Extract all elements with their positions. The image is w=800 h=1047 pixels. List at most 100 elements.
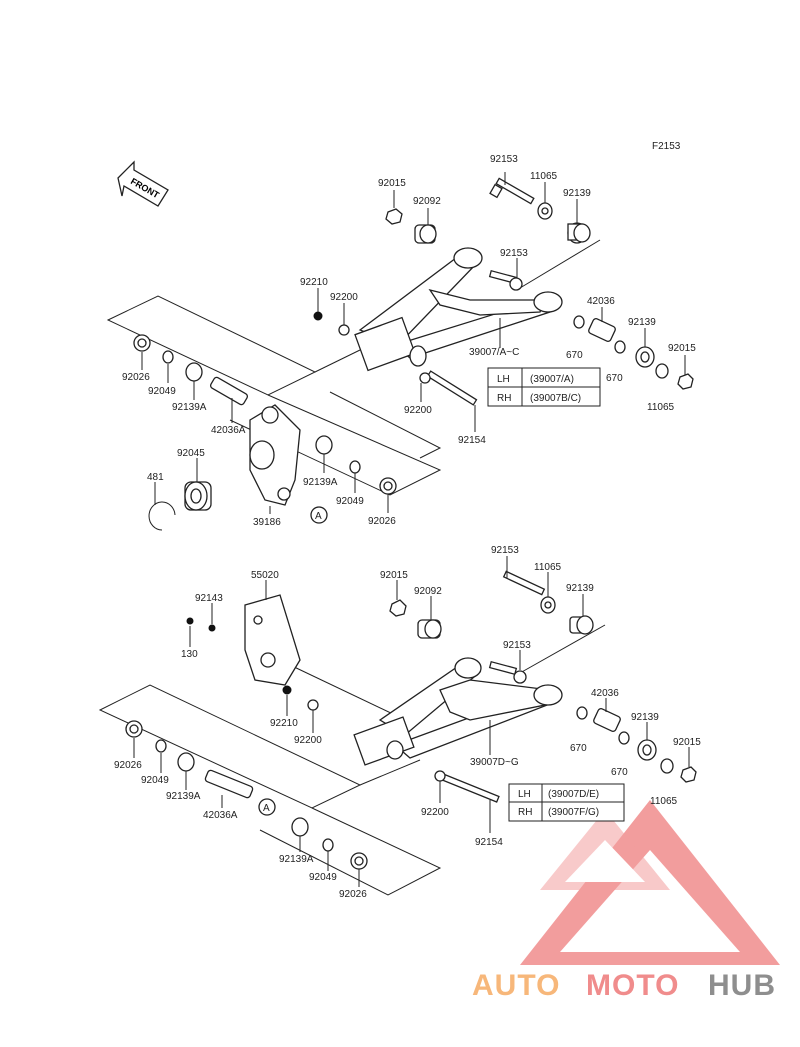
upper-lh-rh-table: LH (39007/A) RH (39007B/C) [487, 367, 601, 407]
collar-92139A-left-lower [177, 752, 195, 772]
label-92045: 92045 [177, 448, 205, 459]
washer-11065-right [655, 363, 669, 379]
svg-text:A: A [263, 803, 270, 814]
sleeve-42036-top [588, 318, 616, 342]
label-92139: 92139 [566, 583, 594, 594]
label-39007: 39007D~G [470, 757, 519, 768]
watermark-text: AUTO MOTO HUB [472, 969, 776, 1002]
bolt-92153-mid-lower [488, 660, 527, 684]
label-92026-b: 92026 [368, 516, 396, 527]
svg-text:RH: RH [497, 393, 511, 404]
washer-92200-low [419, 372, 431, 384]
ring-92026-left [133, 334, 151, 352]
nut-92210-lower [282, 685, 292, 695]
label-670-a: 670 [570, 743, 587, 754]
sleeve-42036-lower [593, 708, 621, 732]
svg-text:HUB: HUB [708, 969, 776, 1002]
nut-92015-right [677, 373, 694, 390]
label-92153-b: 92153 [503, 640, 531, 651]
lower-a-arm [353, 657, 563, 766]
lower-left-bracket-lower [259, 807, 442, 896]
label-92153: 92153 [491, 545, 519, 556]
label-42036A: 42036A [211, 425, 246, 436]
label-92139-b: 92139 [628, 317, 656, 328]
svg-text:(39007F/G): (39007F/G) [548, 807, 599, 818]
washer-92200-top [338, 324, 350, 336]
label-92049-b: 92049 [336, 496, 364, 507]
collar-92139A-right-lower [291, 817, 309, 837]
label-92049: 92049 [141, 775, 169, 786]
bushing-92092-lower [417, 619, 442, 639]
collar-92139A-right [315, 435, 333, 455]
label-92139: 92139 [563, 188, 591, 199]
nut-92015-top-lower [389, 599, 407, 617]
svg-text:RH: RH [518, 807, 532, 818]
svg-text:(39007D/E): (39007D/E) [548, 789, 599, 800]
label-92210: 92210 [270, 718, 298, 729]
svg-text:AUTO: AUTO [472, 969, 560, 1002]
mark-a-upper: A [310, 506, 328, 524]
collar-92139-right-lower [637, 739, 657, 761]
label-130: 130 [181, 649, 198, 660]
figure-code: F2153 [652, 141, 681, 152]
upper-labels: 92153 11065 92139 92015 92092 92153 9221… [122, 154, 696, 528]
upper-a-arm [354, 247, 563, 372]
label-92210: 92210 [300, 277, 328, 288]
label-11065-b: 11065 [647, 402, 675, 413]
collar-92139-top [567, 222, 591, 244]
collar-92139-top-lower [569, 615, 594, 635]
bolt-92153-top [489, 177, 535, 205]
label-92200-b: 92200 [421, 807, 449, 818]
nut-92015-right-lower [680, 766, 697, 783]
upper-leader [314, 349, 361, 373]
nut-92210-top [313, 311, 323, 321]
bushing-92092 [414, 224, 437, 244]
label-92139A-b: 92139A [303, 477, 338, 488]
label-92200: 92200 [294, 735, 322, 746]
seal-92049-left [162, 350, 174, 364]
nut-92143 [208, 624, 216, 632]
label-481: 481 [147, 472, 164, 483]
washer-11065-top [537, 202, 553, 220]
lower-right-leader [519, 624, 606, 674]
washer-92200-low-lower [434, 770, 446, 782]
svg-text:(39007B/C): (39007B/C) [530, 393, 581, 404]
label-92139A-b: 92139A [279, 854, 314, 865]
svg-text:MOTO: MOTO [586, 969, 679, 1002]
bolt-92153-mid [488, 269, 523, 291]
label-42036A: 42036A [203, 810, 238, 821]
svg-text:(39007/A): (39007/A) [530, 374, 574, 385]
label-92049-b: 92049 [309, 872, 337, 883]
label-92154: 92154 [458, 435, 486, 446]
sleeve-42036A [209, 376, 249, 406]
seal-92049-right [349, 460, 361, 474]
label-92026: 92026 [114, 760, 142, 771]
label-55020: 55020 [251, 570, 279, 581]
label-92153-b: 92153 [500, 248, 528, 259]
ring-92026-left-lower [125, 720, 143, 738]
bolt-92153-top-lower [502, 570, 546, 596]
lower-arm-assembly: A [98, 545, 701, 900]
label-92143: 92143 [195, 593, 223, 604]
label-92139A: 92139A [172, 402, 207, 413]
front-arrow-icon: FRONT [117, 160, 169, 207]
seal-670-b-lower [618, 731, 630, 745]
label-92026: 92026 [122, 372, 150, 383]
label-92092: 92092 [413, 196, 441, 207]
bolt-130 [186, 617, 194, 625]
washer-11065-right-lower [660, 758, 674, 774]
collar-92139-right [635, 346, 655, 368]
label-92092: 92092 [414, 586, 442, 597]
seal-670-a-lower [576, 706, 588, 720]
label-92200-b: 92200 [404, 405, 432, 416]
mark-a-lower: A [258, 798, 276, 816]
label-11065-b: 11065 [650, 796, 678, 807]
bolt-92154-lower [440, 773, 500, 803]
upper-left-bracket-lower [229, 394, 442, 496]
label-92015-b: 92015 [668, 343, 696, 354]
collar-92139A-left [185, 362, 203, 382]
label-42036: 42036 [587, 296, 615, 307]
upper-arm-assembly: A [106, 154, 696, 531]
lower-leader-plate [289, 664, 396, 716]
ring-92026-right-lower [350, 852, 368, 870]
